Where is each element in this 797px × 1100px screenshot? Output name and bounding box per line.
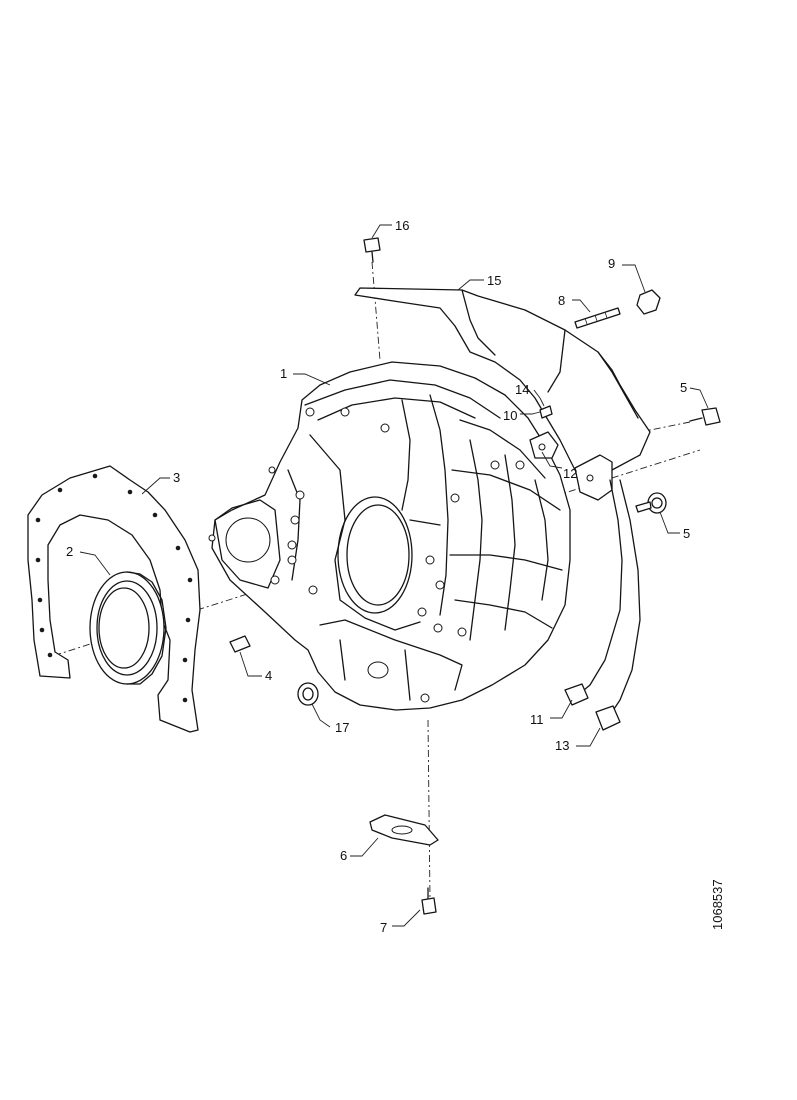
- drawing-number: 1068537: [710, 879, 725, 930]
- bolt-top: [363, 237, 381, 263]
- sensor-cables: [564, 479, 641, 731]
- flywheel-housing: [208, 361, 571, 711]
- callout-4: 4: [265, 668, 272, 683]
- stud: [574, 307, 621, 329]
- callout-8: 8: [558, 293, 565, 308]
- callout-10: 10: [503, 408, 517, 423]
- callout-2: 2: [66, 544, 73, 559]
- callout-5: 5: [683, 526, 690, 541]
- plug: [297, 682, 319, 706]
- callout-14: 14: [515, 382, 529, 397]
- callout-16: 16: [395, 218, 409, 233]
- guide-pin: [229, 635, 251, 653]
- callout-3: 3: [173, 470, 180, 485]
- nut: [636, 289, 661, 315]
- callout-5b: 5: [680, 380, 687, 395]
- bolt-right: [689, 407, 721, 426]
- callout-15: 15: [487, 273, 501, 288]
- callout-7: 7: [380, 920, 387, 935]
- callout-6: 6: [340, 848, 347, 863]
- shield: [354, 287, 651, 501]
- small-bolt: [539, 405, 553, 419]
- callout-9: 9: [608, 256, 615, 271]
- flange-cover: [369, 814, 439, 846]
- bolt-with-washer: [635, 492, 667, 514]
- callout-12: 12: [563, 466, 577, 481]
- callout-13: 13: [555, 738, 569, 753]
- callout-1: 1: [280, 366, 287, 381]
- leader-lines: [79, 224, 709, 927]
- callout-labels: 1 2 3 4 5 6 7 8 9 10 11 12 13 14 15 16 1…: [66, 218, 690, 935]
- callout-11: 11: [530, 712, 544, 727]
- bolt-lower: [421, 887, 437, 915]
- crankshaft-rear-seal: [89, 571, 167, 685]
- callout-17: 17: [335, 720, 349, 735]
- bracket-sensor: [529, 431, 559, 459]
